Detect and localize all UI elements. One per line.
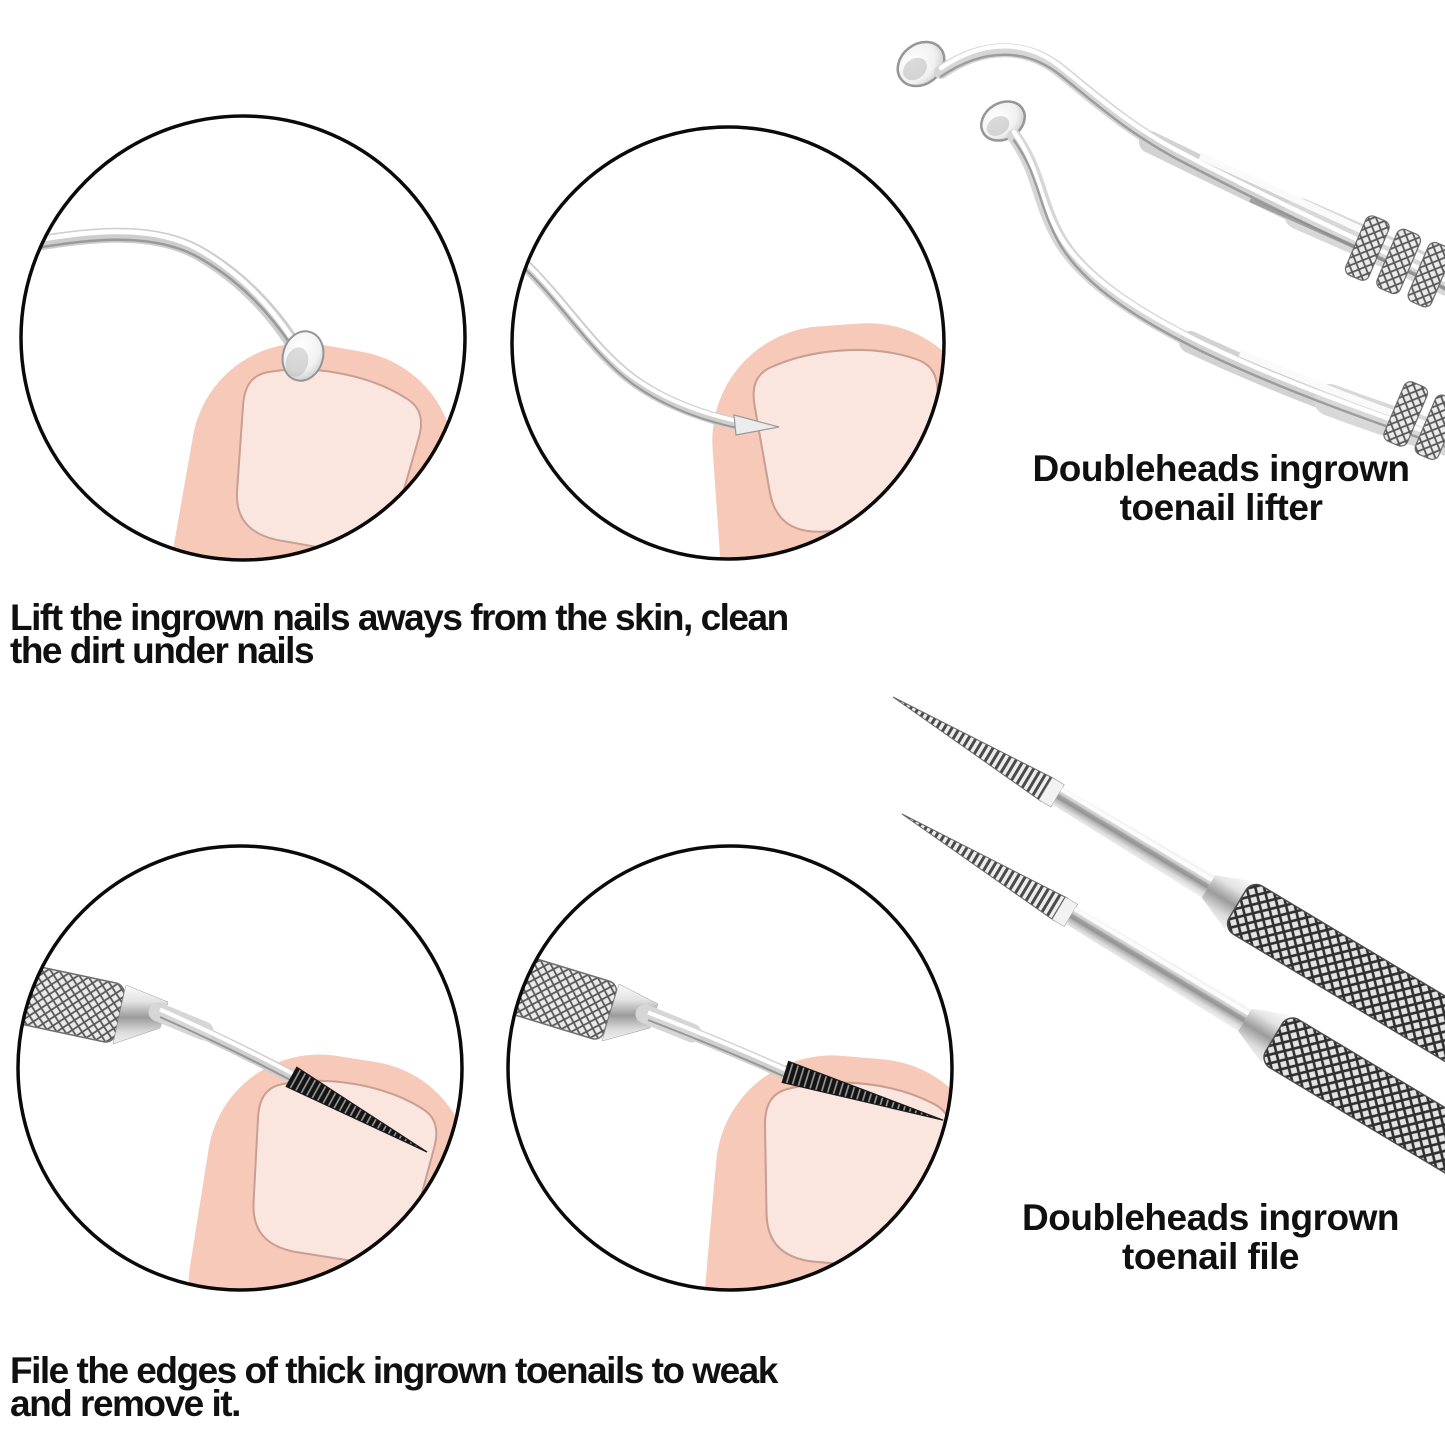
step-circle-lift-edge (512, 252, 944, 559)
toenail-lifter-photo (896, 40, 1445, 460)
label-file-line1: Doubleheads ingrown (1022, 1197, 1399, 1238)
lifter-knurl-rings (1383, 381, 1445, 460)
lifter-tool-drawing (512, 252, 780, 436)
toenail-file-photo (892, 696, 1445, 1228)
step-circle-file-edge-2 (508, 953, 952, 1290)
label-file-line2: toenail file (1122, 1236, 1299, 1277)
lifter-knurl-rings (1344, 215, 1445, 308)
step-circle-1-border (19, 114, 467, 562)
caption-file-line1: File the edges of thick ingrown toenails… (10, 1350, 778, 1391)
step-circle-file-edge-1 (18, 963, 462, 1290)
caption-file: File the edges of thick ingrown toenails… (10, 1350, 778, 1424)
step-circle-3-border (16, 844, 464, 1292)
step-circle-2-border (510, 125, 946, 561)
file-tool-drawing (18, 963, 428, 1153)
label-lifter-line2: toenail lifter (1119, 487, 1323, 528)
caption-lift-line1: Lift the ingrown nails aways from the sk… (10, 597, 789, 638)
label-lifter-line1: Doubleheads ingrown (1032, 448, 1410, 489)
label-file: Doubleheads ingrown toenail file (988, 1198, 1433, 1276)
step-circle-lift-under-nail (21, 227, 465, 560)
label-lifter: Doubleheads ingrown toenail lifter (1005, 449, 1437, 527)
caption-lift: Lift the ingrown nails aways from the sk… (10, 597, 789, 671)
step-circle-4-border (506, 844, 954, 1292)
caption-lift-line2: the dirt under nails (10, 630, 315, 671)
caption-file-line2: and remove it. (10, 1383, 241, 1424)
lifter-tool-drawing (21, 227, 325, 382)
file-tool-drawing (508, 953, 944, 1121)
